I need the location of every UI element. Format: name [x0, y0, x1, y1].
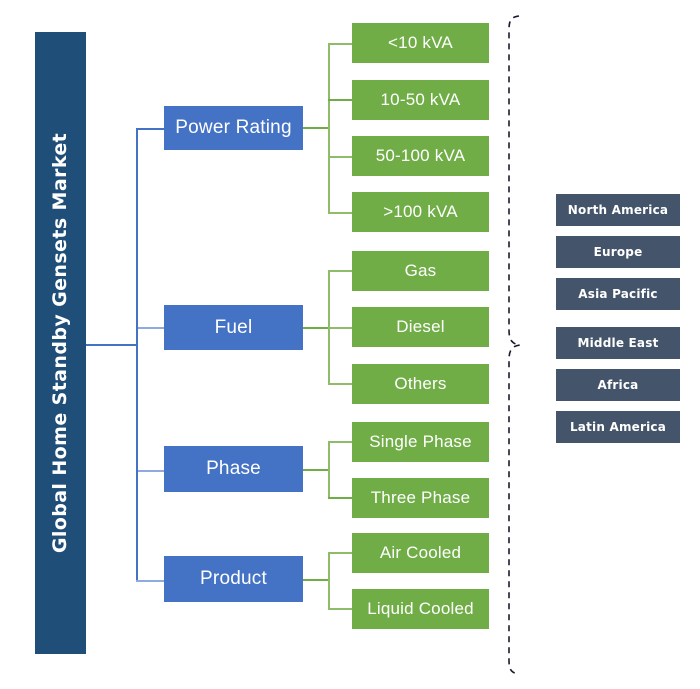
connector-blue-trunk	[136, 128, 138, 580]
segment-label: Diesel	[396, 317, 445, 336]
connector-power-rating-to-seg-3	[328, 156, 353, 158]
region-box-latin-america[interactable]: Latin America	[556, 411, 680, 443]
category-box-power-rating[interactable]: Power Rating	[164, 106, 303, 150]
segment-box-lt-10-kva[interactable]: <10 kVA	[352, 23, 489, 63]
connector-phase-to-seg-2	[328, 497, 353, 499]
region-box-middle-east[interactable]: Middle East	[556, 327, 680, 359]
segment-box-50-100-kva[interactable]: 50-100 kVA	[352, 136, 489, 176]
region-box-north-america[interactable]: North America	[556, 194, 680, 226]
connector-trunk-to-product	[136, 580, 164, 582]
segment-box-10-50-kva[interactable]: 10-50 kVA	[352, 80, 489, 120]
connector-fuel-stem	[303, 327, 329, 329]
region-box-asia-pacific[interactable]: Asia Pacific	[556, 278, 680, 310]
root-market-bar: Global Home Standby Gensets Market	[35, 32, 86, 654]
segment-label: <10 kVA	[388, 33, 453, 52]
category-box-product[interactable]: Product	[164, 556, 303, 602]
segment-box-gt-100-kva[interactable]: >100 kVA	[352, 192, 489, 232]
segment-box-diesel[interactable]: Diesel	[352, 307, 489, 347]
segment-box-others[interactable]: Others	[352, 364, 489, 404]
region-label: Middle East	[577, 336, 659, 350]
segment-label: Three Phase	[370, 488, 471, 507]
category-label-power-rating: Power Rating	[175, 117, 292, 138]
category-box-fuel[interactable]: Fuel	[164, 305, 303, 350]
connector-product-to-seg-1	[328, 552, 353, 554]
segment-label: Air Cooled	[379, 543, 462, 562]
segment-label: Gas	[404, 261, 437, 280]
connector-product-stem	[303, 579, 329, 581]
connector-product-trunk	[328, 552, 330, 609]
segment-box-liquid-cooled[interactable]: Liquid Cooled	[352, 589, 489, 629]
connector-product-to-seg-2	[328, 608, 353, 610]
segment-box-single-phase[interactable]: Single Phase	[352, 422, 489, 462]
connector-trunk-to-phase	[136, 470, 164, 472]
segment-label: Others	[394, 374, 447, 393]
region-label: North America	[567, 203, 669, 217]
connector-phase-stem	[303, 469, 329, 471]
region-label: Africa	[597, 378, 639, 392]
segment-box-gas[interactable]: Gas	[352, 251, 489, 291]
region-label: Latin America	[569, 420, 667, 434]
connector-fuel-to-seg-1	[328, 270, 353, 272]
region-label: Europe	[593, 245, 643, 259]
connector-trunk-to-power-rating	[136, 128, 164, 130]
connector-phase-trunk	[328, 441, 330, 498]
segment-box-three-phase[interactable]: Three Phase	[352, 478, 489, 518]
category-label-product: Product	[200, 568, 267, 589]
region-label: Asia Pacific	[578, 287, 658, 301]
category-label-phase: Phase	[206, 458, 261, 479]
category-box-phase[interactable]: Phase	[164, 446, 303, 492]
connector-power-rating-to-seg-4	[328, 212, 353, 214]
segment-label: Liquid Cooled	[367, 599, 474, 618]
connector-power-rating-to-seg-2	[328, 99, 353, 101]
segment-label: Single Phase	[369, 432, 472, 451]
connector-phase-to-seg-1	[328, 441, 353, 443]
root-market-label: Global Home Standby Gensets Market	[49, 132, 72, 554]
region-box-africa[interactable]: Africa	[556, 369, 680, 401]
segment-label: >100 kVA	[383, 202, 458, 221]
connector-power-rating-stem	[303, 127, 329, 129]
connector-root-to-trunk	[86, 344, 137, 346]
region-box-europe[interactable]: Europe	[556, 236, 680, 268]
segment-label: 10-50 kVA	[380, 90, 461, 109]
segment-label: 50-100 kVA	[375, 146, 466, 165]
connector-trunk-to-fuel	[136, 327, 164, 329]
connector-fuel-to-seg-3	[328, 383, 353, 385]
category-label-fuel: Fuel	[214, 316, 253, 338]
connector-fuel-to-seg-2	[328, 327, 353, 329]
connector-power-rating-to-seg-1	[328, 43, 353, 45]
segment-box-air-cooled[interactable]: Air Cooled	[352, 533, 489, 573]
connector-power-rating-trunk	[328, 43, 330, 213]
